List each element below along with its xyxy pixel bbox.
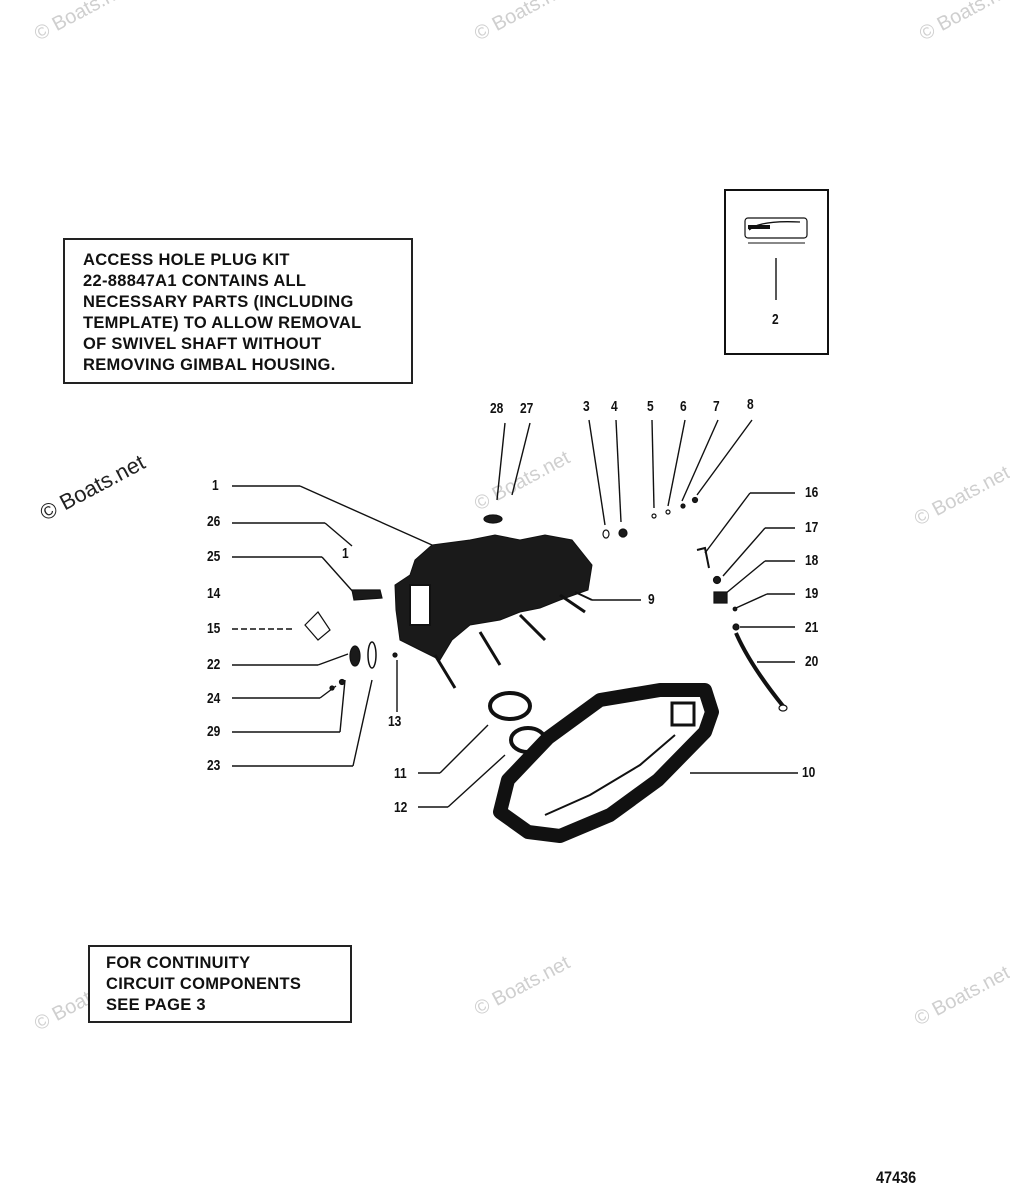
callout-12: 12 [394, 799, 408, 816]
part-17 [712, 575, 722, 585]
part-25 [351, 589, 383, 601]
part-13 [392, 652, 398, 658]
callout-28: 28 [490, 400, 504, 417]
decal-logo [744, 217, 808, 244]
note-line: SEE PAGE 3 [106, 996, 206, 1014]
gimbal-housing-part [394, 534, 593, 689]
callout-9: 9 [648, 591, 655, 608]
callout-1-secondary: 1 [342, 545, 349, 562]
part-3 [602, 529, 610, 539]
part-11 [488, 691, 532, 721]
callout-14: 14 [207, 585, 221, 602]
callout-5: 5 [647, 398, 654, 415]
part-4 [618, 528, 628, 538]
callout-17: 17 [805, 519, 819, 536]
part-23 [367, 641, 377, 669]
note-line: OF SWIVEL SHAFT WITHOUT [83, 335, 322, 353]
access-plug-kit-note: ACCESS HOLE PLUG KIT 22-88847A1 CONTAINS… [63, 238, 413, 384]
callout-2: 2 [772, 311, 779, 328]
gasket-part [493, 683, 719, 843]
callout-27: 27 [520, 400, 534, 417]
part-5 [651, 513, 657, 519]
part-6 [665, 509, 671, 515]
callout-20: 20 [805, 653, 819, 670]
note-line: FOR CONTINUITY [106, 954, 251, 972]
callout-23: 23 [207, 757, 221, 774]
callout-11: 11 [394, 765, 407, 782]
callout-26: 26 [207, 513, 221, 530]
callout-24: 24 [207, 690, 221, 707]
callout-1: 1 [212, 477, 219, 494]
small-parts [304, 496, 788, 754]
callout-21: 21 [805, 619, 819, 636]
part-20-end [778, 704, 788, 712]
callout-29: 29 [207, 723, 221, 740]
callout-7: 7 [713, 398, 720, 415]
callout-6: 6 [680, 398, 687, 415]
part-18 [713, 591, 728, 604]
note-line: TEMPLATE) TO ALLOW REMOVAL [83, 314, 362, 332]
callout-16: 16 [805, 484, 819, 501]
callout-8: 8 [747, 396, 754, 413]
part-22 [349, 645, 361, 667]
callout-25: 25 [207, 548, 221, 565]
callout-4: 4 [611, 398, 618, 415]
part-16 [696, 546, 710, 569]
callout-22: 22 [207, 656, 221, 673]
part-7 [680, 503, 686, 509]
callout-13: 13 [388, 713, 402, 730]
callout-18: 18 [805, 552, 819, 569]
part-28 [483, 514, 503, 524]
part-21 [732, 623, 740, 631]
callout-15: 15 [207, 620, 221, 637]
part-29 [329, 685, 335, 691]
part-19 [732, 606, 738, 612]
note-line: 22-88847A1 CONTAINS ALL [83, 272, 307, 290]
note-line: REMOVING GIMBAL HOUSING. [83, 356, 336, 374]
decal-box [724, 189, 829, 355]
part-8 [691, 496, 699, 504]
note-line: CIRCUIT COMPONENTS [106, 975, 302, 993]
callout-3: 3 [583, 398, 590, 415]
note-line: NECESSARY PARTS (INCLUDING [83, 293, 354, 311]
diagram-number: 47436 [876, 1168, 917, 1187]
note-line: ACCESS HOLE PLUG KIT [83, 251, 290, 269]
continuity-circuit-note: FOR CONTINUITY CIRCUIT COMPONENTS SEE PA… [88, 945, 352, 1023]
part-20 [734, 632, 785, 708]
part-24 [338, 678, 346, 686]
callout-19: 19 [805, 585, 819, 602]
callout-10: 10 [802, 764, 816, 781]
part-14 [304, 611, 331, 641]
